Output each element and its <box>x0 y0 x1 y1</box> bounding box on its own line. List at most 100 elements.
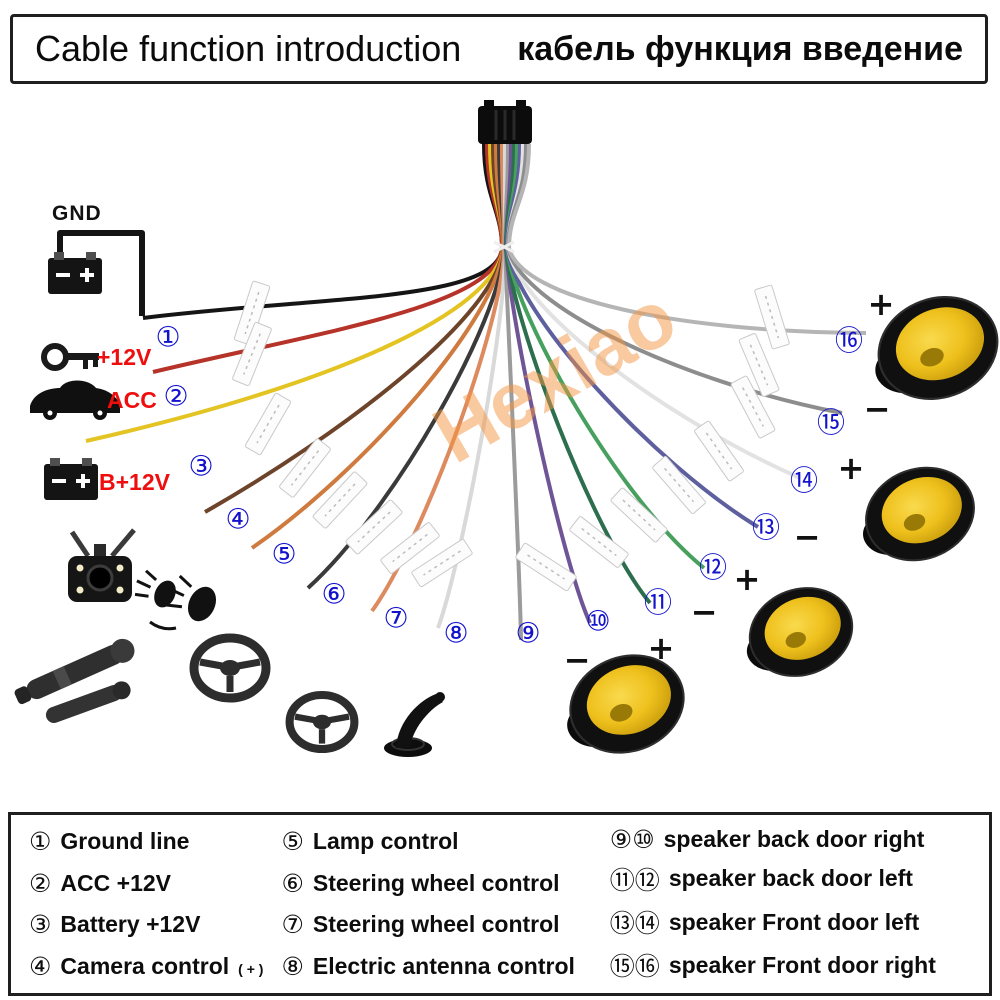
legend-label: speaker Front door right <box>668 951 936 978</box>
wire-label-tag <box>753 283 791 351</box>
wire-number-13: ⑬ <box>751 511 781 544</box>
headlight-icon <box>134 569 217 631</box>
legend-label: speaker Front door left <box>668 908 920 935</box>
legend-item-speaker-back-right: ⑨⑩ speaker back door right <box>610 825 989 854</box>
wire-number-1: ① <box>155 320 181 354</box>
legend-label-suffix: ( + ) <box>238 961 264 978</box>
legend-item-swc1: ⑥ Steering wheel control <box>281 869 603 898</box>
legend-item-lamp: ⑤ Lamp control <box>281 827 603 856</box>
gnd-battery-icon <box>48 252 102 294</box>
wire-12-speaker <box>504 143 706 570</box>
wire-11-speaker <box>503 143 652 605</box>
wire-number-10: ⑩ <box>585 604 611 638</box>
polarity-minus-13: − <box>793 518 821 556</box>
polarity-plus-14: + <box>837 449 865 487</box>
legend-num: ⑪⑫ <box>609 865 660 895</box>
key-icon <box>41 343 99 371</box>
turn-signal-stalk-icon <box>14 638 135 723</box>
car-icon <box>30 380 120 420</box>
page-title-english: Cable function introduction <box>35 28 462 69</box>
legend-label: Battery +12V <box>60 911 201 938</box>
legend-num: ⑧ <box>281 951 304 981</box>
wire-5-lamp <box>250 143 506 550</box>
wire-number-7: ⑦ <box>383 601 409 635</box>
wire-9-speaker <box>502 143 523 641</box>
legend-num: ③ <box>29 910 52 940</box>
wire-number-15: ⑮ <box>816 406 846 439</box>
polarity-minus-9: − <box>563 641 591 679</box>
legend-item-acc: ② ACC +12V <box>29 869 275 898</box>
legend-label: Camera control <box>60 952 230 979</box>
antenna-icon <box>384 692 445 757</box>
wire-number-16: ⑯ <box>834 324 864 357</box>
legend-label: ACC +12V <box>60 869 171 896</box>
wire-number-8: ⑧ <box>443 616 469 650</box>
legend-num: ⑮⑯ <box>609 952 660 982</box>
legend-label: speaker back door right <box>663 825 925 852</box>
legend-num: ⑨⑩ <box>609 824 655 854</box>
wire-13-speaker <box>504 143 760 529</box>
wire-label-tag <box>568 515 630 569</box>
legend-item-antenna: ⑧ Electric antenna control <box>281 952 603 981</box>
polarity-plus-12: + <box>733 560 761 598</box>
wire-label-tag <box>311 470 369 530</box>
wire-number-14: ⑭ <box>789 464 819 497</box>
legend-item-speaker-front-left: ⑬⑭ speaker Front door left <box>610 904 989 940</box>
wire-7-swc <box>370 143 507 613</box>
legend-column-3: ⑨⑩ speaker back door right ⑪⑫ speaker ba… <box>604 815 989 993</box>
legend-label: Ground line <box>60 828 190 855</box>
wire-number-12: ⑫ <box>698 551 728 584</box>
ground-lead <box>57 230 145 316</box>
legend-num: ① <box>29 827 52 857</box>
legend-label: Steering wheel control <box>312 911 560 938</box>
wire-label-tag <box>693 419 745 483</box>
polarity-minus-15: − <box>863 390 891 428</box>
legend-num: ④ <box>29 951 52 981</box>
harness-connector <box>478 100 532 144</box>
wire-1-ground <box>142 143 505 320</box>
wire-label-tag <box>344 498 404 556</box>
b12v-label: B+12V <box>99 469 170 495</box>
polarity-plus-16: + <box>867 285 895 323</box>
legend-num: ⑥ <box>281 868 304 898</box>
cable-tie <box>493 240 515 254</box>
camera-icon <box>68 528 136 602</box>
legend-label: speaker back door left <box>668 865 913 892</box>
wire-number-5: ⑤ <box>271 537 297 571</box>
wire-number-2: ② <box>163 379 189 413</box>
legend-item-swc2: ⑦ Steering wheel control <box>281 910 603 939</box>
legend-num: ⑦ <box>281 910 304 940</box>
wire-number-4: ④ <box>225 502 251 536</box>
legend-item-speaker-back-left: ⑪⑫ speaker back door left <box>610 861 989 897</box>
wire-number-11: ⑪ <box>643 586 673 619</box>
plus12v-label: +12V <box>97 344 152 370</box>
legend-label: Electric antenna control <box>312 952 575 979</box>
polarity-minus-11: − <box>690 593 718 631</box>
page-title-russian: кабель функция введение <box>517 29 963 68</box>
b12v-battery-icon <box>44 458 98 500</box>
legend-label: Steering wheel control <box>312 869 560 896</box>
wire-label-tag <box>609 486 669 544</box>
steering-wheel-icon-1 <box>194 638 266 698</box>
wire-number-6: ⑥ <box>321 577 347 611</box>
legend-item-ground: ① Ground line <box>29 827 275 856</box>
wire-number-9: ⑨ <box>515 616 541 650</box>
wire-16-speaker <box>506 143 867 335</box>
wire-label-tag <box>243 391 293 457</box>
legend-column-2: ⑤ Lamp control ⑥ Steering wheel control … <box>275 815 603 993</box>
wire-number-3: ③ <box>188 449 214 483</box>
legend-box: ① Ground line ② ACC +12V ③ Battery +12V … <box>8 812 992 996</box>
acc-label: ACC <box>107 387 157 413</box>
gnd-label: GND <box>52 202 102 225</box>
legend-item-battery: ③ Battery +12V <box>29 910 275 939</box>
polarity-plus-10: + <box>647 629 675 667</box>
legend-item-speaker-front-right: ⑮⑯ speaker Front door right <box>610 947 989 983</box>
legend-num: ② <box>29 868 52 898</box>
steering-wheel-icon-2 <box>290 695 355 749</box>
speaker-icon-front-left <box>851 451 989 577</box>
legend-label: Lamp control <box>312 828 459 855</box>
legend-num: ⑤ <box>281 827 304 857</box>
legend-column-1: ① Ground line ② ACC +12V ③ Battery +12V … <box>11 815 275 993</box>
